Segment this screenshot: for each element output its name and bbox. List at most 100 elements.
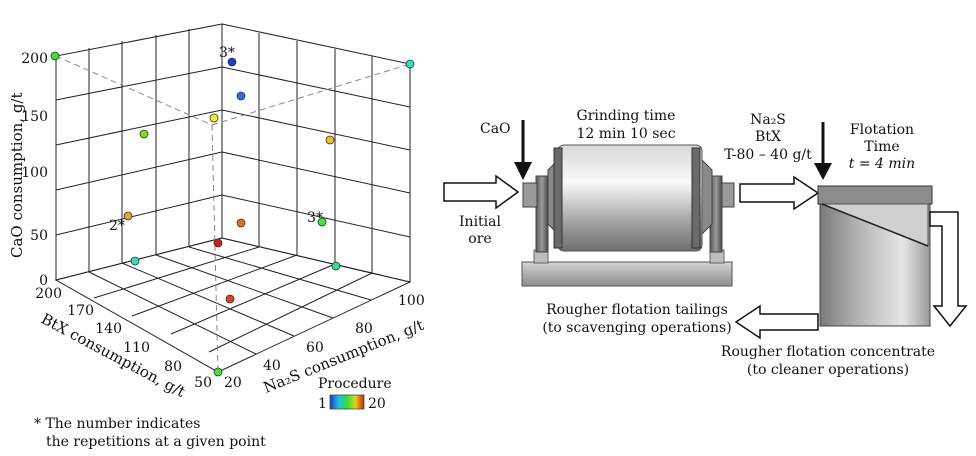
data-point bbox=[227, 57, 237, 67]
x-tick-label: 80 bbox=[355, 321, 373, 337]
y-tick-label: 140 bbox=[95, 321, 122, 337]
data-point bbox=[405, 59, 415, 69]
flotation-feed-arrow bbox=[814, 122, 832, 180]
colorbar-gradient bbox=[329, 394, 365, 410]
grid-line bbox=[221, 194, 411, 238]
x-tick-label: 60 bbox=[306, 340, 324, 356]
colorbar: Procedure 1 20 bbox=[318, 376, 392, 412]
grid-line bbox=[155, 254, 334, 319]
flotation-launder-line bbox=[821, 203, 929, 247]
grid-line bbox=[55, 109, 223, 146]
tailings-label-2: (to scavenging operations) bbox=[542, 320, 731, 336]
initial-ore-arrow bbox=[443, 174, 520, 210]
grid-line bbox=[170, 263, 336, 335]
cao-arrow bbox=[514, 120, 532, 180]
process-diagram: CaO Grinding time 12 min 10 sec Initial … bbox=[443, 108, 968, 378]
z-tick-label: 50 bbox=[30, 228, 48, 244]
back-right-wall-grid bbox=[221, 23, 411, 283]
footnote-line-1: * The number indicates bbox=[34, 416, 200, 432]
concentrate-label-2: (to cleaner operations) bbox=[747, 362, 909, 378]
data-point bbox=[213, 238, 223, 248]
grid-line bbox=[221, 151, 411, 194]
grid-line bbox=[93, 246, 260, 299]
mill-drum bbox=[557, 144, 703, 252]
y-tick-label: 80 bbox=[164, 359, 182, 375]
mill-ring bbox=[691, 147, 701, 249]
concentrate-label-1: Rougher flotation concentrate bbox=[721, 344, 935, 360]
x-tick-label: 20 bbox=[224, 375, 242, 391]
z-tick-label: 200 bbox=[21, 51, 48, 67]
y-tick-label: 170 bbox=[67, 303, 94, 319]
right-wall-frame bbox=[221, 23, 411, 283]
grid-line bbox=[131, 254, 298, 317]
colorbar-min: 1 bbox=[318, 396, 327, 412]
left-wall-frame bbox=[55, 23, 223, 281]
flotation-tank-rim bbox=[817, 185, 933, 205]
repetition-annotation: 3* bbox=[219, 45, 235, 61]
grid-line bbox=[88, 271, 257, 355]
mill-support-left bbox=[535, 175, 549, 253]
data-point bbox=[236, 218, 246, 228]
repetition-annotation: 3* bbox=[307, 210, 323, 226]
concentrate-arrow bbox=[929, 211, 968, 328]
initial-ore-label-1: Initial bbox=[459, 214, 501, 230]
data-point bbox=[123, 211, 133, 221]
grinding-time-value: 12 min 10 sec bbox=[576, 126, 675, 142]
colorbar-title: Procedure bbox=[318, 376, 392, 392]
grid-line bbox=[221, 109, 411, 151]
y-tick-label: 110 bbox=[123, 340, 150, 356]
grid-line bbox=[188, 246, 372, 301]
scatter-3d-plot: 0 50 100 150 200 50 80 110 140 170 200 2… bbox=[8, 23, 426, 450]
flotation-time-value: t = 4 min bbox=[849, 156, 915, 172]
data-point bbox=[317, 217, 327, 227]
flotation-cell bbox=[817, 185, 933, 327]
x-tick-label: 40 bbox=[263, 358, 281, 374]
data-point bbox=[225, 294, 235, 304]
grid-line bbox=[55, 194, 223, 236]
z-tick-label: 100 bbox=[21, 165, 48, 181]
grid-line bbox=[55, 151, 223, 191]
z-tick-label: 0 bbox=[39, 273, 48, 289]
x-tick-label: 100 bbox=[398, 293, 425, 309]
grid-line bbox=[55, 66, 223, 101]
reagent-t80: T-80 – 40 g/t bbox=[724, 147, 812, 163]
mill-inlet-flange bbox=[522, 182, 538, 208]
z-axis-title: CaO consumption, g/t bbox=[8, 93, 26, 259]
mill-to-flotation-arrow bbox=[739, 175, 820, 211]
data-point bbox=[325, 135, 335, 145]
ball-mill bbox=[521, 144, 735, 287]
initial-ore-label-2: ore bbox=[468, 231, 491, 247]
y-tick-labels: 50 80 110 140 170 200 bbox=[35, 286, 212, 391]
grinding-time-title: Grinding time bbox=[577, 108, 676, 124]
reagent-btx: BtX bbox=[755, 129, 781, 145]
x-tick-labels: 20 40 60 80 100 bbox=[224, 293, 425, 391]
dashed-guide bbox=[211, 124, 219, 373]
colorbar-max: 20 bbox=[368, 396, 386, 412]
grid-line bbox=[221, 66, 411, 108]
mill-outlet-flange bbox=[721, 182, 735, 208]
floor-frame bbox=[54, 237, 412, 373]
dashed-guide bbox=[55, 55, 213, 126]
repetition-annotation: 2* bbox=[109, 218, 125, 234]
y-tick-label: 50 bbox=[194, 375, 212, 391]
data-point bbox=[331, 261, 341, 271]
z-tick-label: 150 bbox=[21, 109, 48, 125]
cao-label: CaO bbox=[480, 121, 511, 137]
tailings-arrow bbox=[734, 304, 819, 340]
data-point bbox=[50, 51, 60, 61]
reagent-na2s: Na₂S bbox=[750, 112, 786, 128]
dashed-guide bbox=[211, 63, 411, 126]
grid-line bbox=[121, 262, 295, 337]
z-tick-labels: 0 50 100 150 200 bbox=[21, 51, 48, 289]
floor-grid bbox=[54, 237, 412, 373]
flotation-time-label: Time bbox=[864, 139, 899, 155]
back-left-wall-grid bbox=[55, 23, 223, 281]
footnote-line-2: the repetitions at a given point bbox=[46, 434, 266, 450]
mill-ring bbox=[553, 147, 563, 249]
data-point bbox=[209, 113, 219, 123]
tailings-label-1: Rougher flotation tailings bbox=[546, 302, 728, 318]
data-point bbox=[213, 367, 223, 377]
data-point bbox=[139, 129, 149, 139]
data-point bbox=[130, 256, 140, 266]
